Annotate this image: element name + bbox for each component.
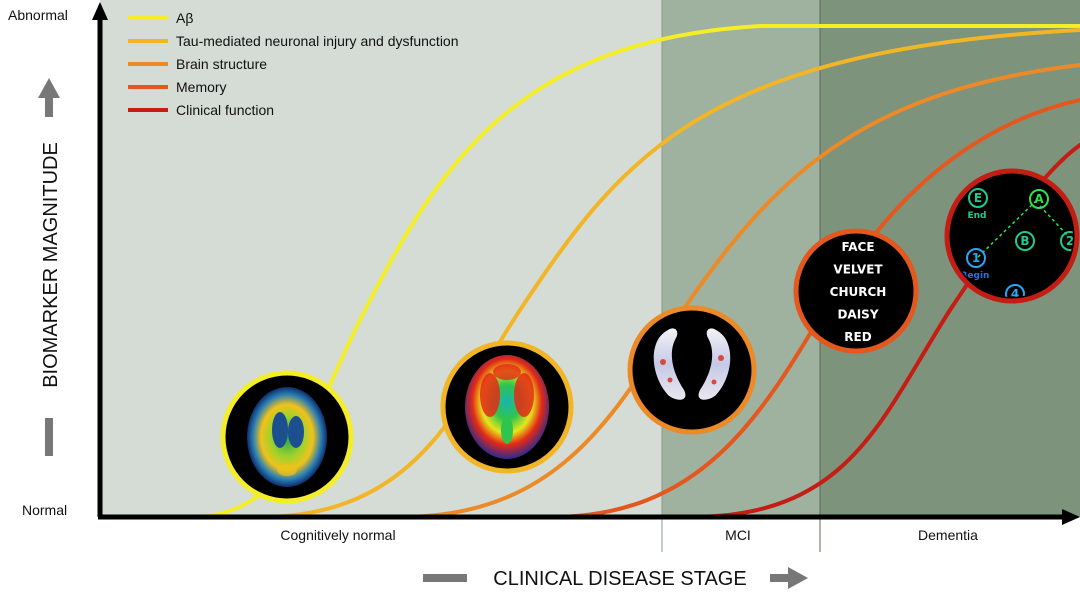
legend-label: Clinical function: [176, 102, 274, 118]
memory-word: CHURCH: [830, 285, 887, 299]
trail-node-begin-note: Begin: [961, 271, 990, 281]
curve-brain-structure: [398, 63, 1080, 519]
legend-label: Brain structure: [176, 56, 267, 72]
hippocampus-mri-icon: [653, 328, 731, 400]
memory-word: VELVET: [833, 263, 883, 277]
y-axis-title-bar: [45, 418, 53, 456]
x-axis-title-group: CLINICAL DISEASE STAGE: [423, 567, 808, 590]
trail-node-2: 2: [1066, 234, 1074, 248]
memory-word: FACE: [841, 240, 874, 254]
memory-word: RED: [844, 330, 871, 344]
trail-node-a: A: [1034, 192, 1044, 206]
stage-panel-cognitively-normal: [100, 0, 662, 517]
trail-node-e: E: [974, 191, 982, 205]
stage-label-cognitively-normal: Cognitively normal: [280, 527, 395, 543]
x-axis-arrowhead-icon: [1062, 509, 1080, 525]
trail-node-4: 4: [1011, 287, 1019, 301]
inset-fdg-pet: [440, 340, 574, 474]
trail-node-b: B: [1020, 234, 1029, 248]
legend-label: Tau-mediated neuronal injury and dysfunc…: [176, 33, 459, 49]
stage-label-dementia: Dementia: [918, 527, 978, 543]
legend-label: Aβ: [176, 10, 193, 26]
trail-node-end-note: End: [968, 211, 987, 221]
trail-making-test: E End A B 1 Begin 2 4: [961, 188, 1074, 301]
legend-label: Memory: [176, 79, 227, 95]
inset-amyloid-pet: [220, 370, 354, 504]
x-axis-title-bar: [423, 574, 467, 582]
y-axis-title-group: BIOMARKER MAGNITUDE: [38, 78, 62, 456]
inset-trail-making: E End A B 1 Begin 2 4: [944, 168, 1080, 304]
right-arrow-shaft: [770, 574, 790, 582]
y-axis-arrowhead-icon: [92, 2, 108, 20]
curve-tau: [258, 28, 1080, 519]
trail-node-1: 1: [972, 251, 980, 265]
stage-label-mci: MCI: [725, 527, 751, 543]
inset-memory-word-list: FACE VELVET CHURCH DAISY RED: [793, 228, 919, 354]
up-arrow-icon: [38, 78, 60, 98]
up-arrow-shaft: [45, 97, 53, 117]
y-axis-title: BIOMARKER MAGNITUDE: [40, 142, 62, 388]
x-axis-title: CLINICAL DISEASE STAGE: [493, 568, 746, 590]
amyloid-pet-scan-icon: [227, 377, 347, 497]
inset-mri: [627, 305, 757, 435]
y-axis-top-label: Abnormal: [8, 7, 68, 23]
memory-word: DAISY: [837, 308, 878, 322]
stage-panel-mci: [662, 0, 820, 517]
axes: [92, 2, 1080, 525]
fdg-pet-scan-icon: [447, 347, 567, 467]
y-axis-bottom-label: Normal: [22, 502, 67, 518]
right-arrow-icon: [788, 567, 808, 589]
